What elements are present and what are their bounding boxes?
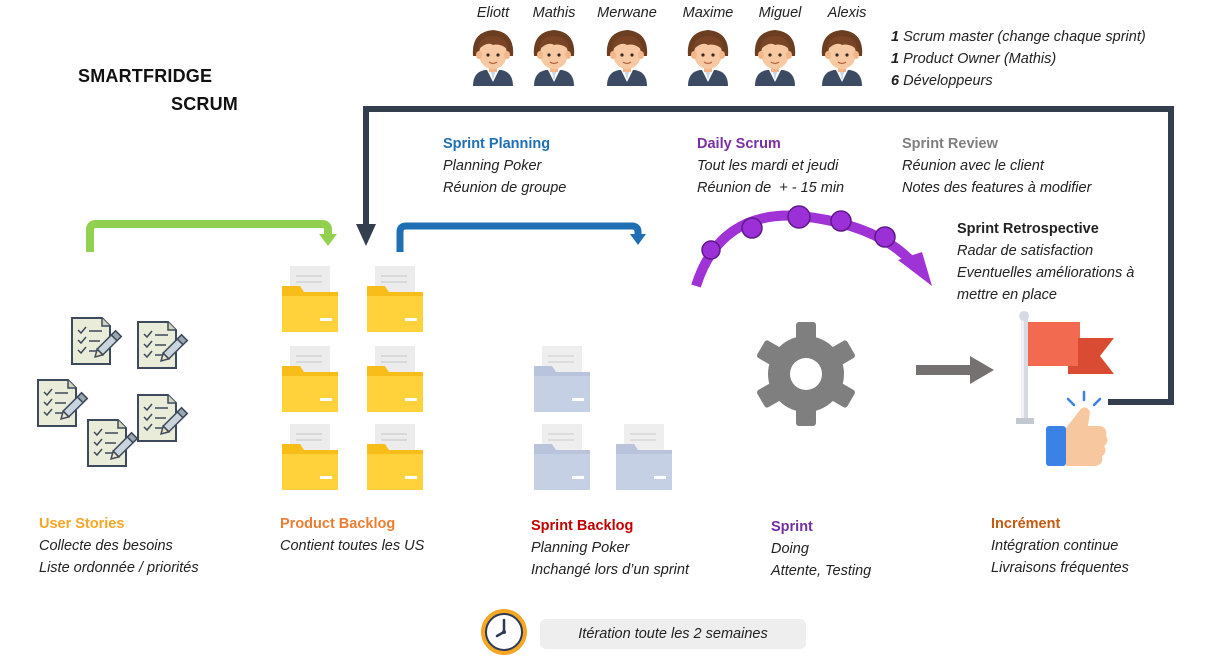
document-checklist-icon	[71, 317, 123, 365]
feedback-loop-arrowhead	[356, 224, 376, 246]
folder-icon	[533, 345, 591, 413]
daily-scrum-title: Daily Scrum	[697, 136, 781, 152]
avatar-icon	[687, 29, 729, 87]
thumbs-up-icon	[1046, 390, 1108, 466]
avatar-icon	[754, 29, 796, 87]
daily-scrum-line: Réunion de + - 15 min	[697, 180, 845, 196]
sprint-line: Doing	[771, 541, 809, 557]
product-backlog-title: Product Backlog	[280, 516, 396, 532]
sprint-retrospective-block: Sprint Retrospective Radar de satisfacti…	[957, 218, 1134, 306]
role-text: Product Owner (Mathis)	[903, 51, 1057, 67]
sprint-review-line: Notes des features à modifier	[902, 180, 1092, 196]
sprint-line: Attente, Testing	[771, 563, 872, 579]
document-checklist-icon	[37, 379, 89, 427]
team-role: 1 Product Owner (Mathis)	[891, 48, 1056, 70]
team-member-name: Alexis	[827, 5, 867, 21]
folder-icon	[366, 345, 424, 413]
sprint-block: Sprint Doing Attente, Testing	[771, 516, 871, 582]
sprint-backlog-line: Inchangé lors d’un sprint	[531, 562, 689, 578]
feedback-loop-arrow	[363, 106, 1174, 405]
team-member-name: Merwane	[597, 5, 657, 21]
team-role: 6 Développeurs	[891, 70, 993, 92]
avatar-icon	[606, 29, 648, 87]
flag-icon	[1016, 311, 1114, 424]
sprint-review-line: Réunion avec le client	[902, 158, 1044, 174]
folder-icon	[533, 423, 591, 491]
role-text: Développeurs	[903, 73, 993, 89]
sprint-backlog-title: Sprint Backlog	[531, 518, 634, 534]
team-role: 1 Scrum master (change chaque sprint)	[891, 26, 1146, 48]
role-count: 6	[891, 73, 900, 89]
blue-arrowhead	[630, 234, 646, 245]
product-backlog-line: Contient toutes les US	[280, 538, 425, 554]
document-checklist-icon	[137, 394, 189, 442]
team-member-name: Maxime	[682, 5, 734, 21]
folder-icon	[281, 265, 339, 333]
daily-scrum-dots	[701, 205, 896, 260]
daily-scrum-block: Daily Scrum Tout les mardi et jeudi Réun…	[697, 133, 844, 199]
sprint-planning-line: Réunion de groupe	[443, 180, 567, 196]
user-stories-line: Liste ordonnée / priorités	[39, 560, 199, 576]
sprint-planning-line: Planning Poker	[443, 158, 542, 174]
folder-icon	[281, 423, 339, 491]
sprint-planning-title: Sprint Planning	[443, 136, 551, 152]
sprint-retrospective-line: mettre en place	[957, 287, 1057, 303]
sprint-backlog-block: Sprint Backlog Planning Poker Inchangé l…	[531, 515, 689, 581]
gray-arrowhead	[970, 356, 994, 384]
increment-line: Intégration continue	[991, 538, 1119, 554]
increment-title: Incrément	[991, 516, 1061, 532]
blue-arrow	[396, 222, 642, 252]
role-text: Scrum master (change chaque sprint)	[903, 29, 1146, 45]
avatar-icon	[821, 29, 863, 87]
team-member-name: Eliott	[476, 5, 510, 21]
avatar-icon	[533, 29, 575, 87]
iteration-label: Itération toute les 2 semaines	[540, 619, 806, 649]
document-checklist-icon	[137, 321, 189, 369]
increment-block: Incrément Intégration continue Livraison…	[991, 513, 1129, 579]
sprint-planning-block: Sprint Planning Planning Poker Réunion d…	[443, 133, 566, 199]
title-line-1: SMARTFRIDGE	[78, 66, 213, 86]
document-checklist-icon	[87, 419, 139, 467]
sprint-retrospective-title: Sprint Retrospective	[957, 221, 1099, 237]
gear-icon	[757, 322, 855, 426]
folder-icon	[366, 423, 424, 491]
sprint-backlog-line: Planning Poker	[531, 540, 630, 556]
user-stories-title: User Stories	[39, 516, 125, 532]
sprint-cycle-arrowhead	[898, 252, 932, 286]
increment-line: Livraisons fréquentes	[991, 560, 1129, 576]
folder-icon	[615, 423, 673, 491]
clock-icon	[481, 609, 527, 655]
sprint-retrospective-line: Eventuelles améliorations à	[957, 265, 1135, 281]
folder-icon	[366, 265, 424, 333]
role-count: 1	[891, 29, 900, 45]
sprint-review-title: Sprint Review	[902, 136, 998, 152]
sprint-review-block: Sprint Review Réunion avec le client Not…	[902, 133, 1091, 199]
green-arrow	[86, 220, 332, 252]
role-count: 1	[891, 51, 900, 67]
user-stories-line: Collecte des besoins	[39, 538, 173, 554]
avatar-icon	[472, 29, 514, 87]
folder-icon	[281, 345, 339, 413]
green-arrowhead	[319, 234, 337, 246]
gray-arrow	[916, 365, 972, 375]
product-backlog-block: Product Backlog Contient toutes les US	[280, 513, 424, 557]
sprint-title: Sprint	[771, 519, 813, 535]
team-member-name: Miguel	[758, 5, 802, 21]
team-member-name: Mathis	[532, 5, 576, 21]
title-line-2: SCRUM	[171, 94, 238, 114]
user-stories-block: User Stories Collecte des besoins Liste …	[39, 513, 199, 579]
sprint-retrospective-line: Radar de satisfaction	[957, 243, 1094, 259]
daily-scrum-line: Tout les mardi et jeudi	[697, 158, 839, 174]
